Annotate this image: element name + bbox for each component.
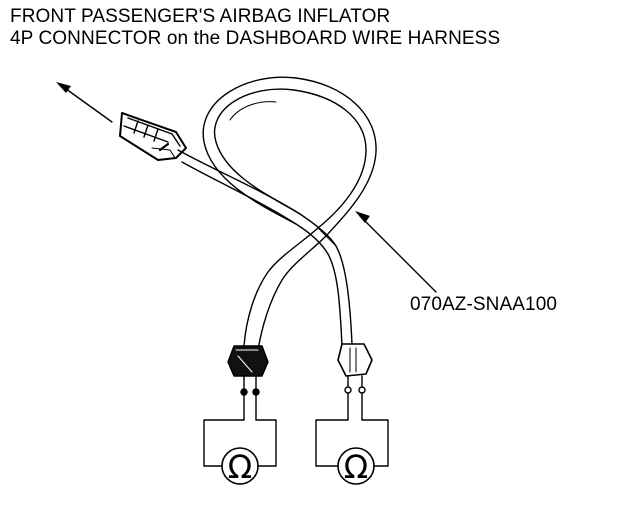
connector-pointer-arrow xyxy=(56,82,113,123)
left-test-plug xyxy=(227,345,269,421)
left-ohm-symbol: Ω xyxy=(228,448,252,486)
right-branch-wire xyxy=(317,227,353,347)
harness-coil xyxy=(202,76,377,237)
tool-pointer-arrow xyxy=(355,211,437,293)
connector-label-line1: FRONT PASSENGER'S AIRBAG INFLATOR xyxy=(10,6,391,27)
left-branch-wire xyxy=(243,227,327,351)
left-ohmmeter xyxy=(203,419,277,485)
tool-part-number-label: 070AZ-SNAA100 xyxy=(410,294,558,315)
right-test-plug xyxy=(337,343,373,421)
right-ohm-symbol: Ω xyxy=(344,448,368,486)
right-ohmmeter xyxy=(315,419,389,485)
four-pin-connector xyxy=(119,112,187,161)
connector-label-line2: 4P CONNECTOR on the DASHBOARD WIRE HARNE… xyxy=(10,28,501,49)
